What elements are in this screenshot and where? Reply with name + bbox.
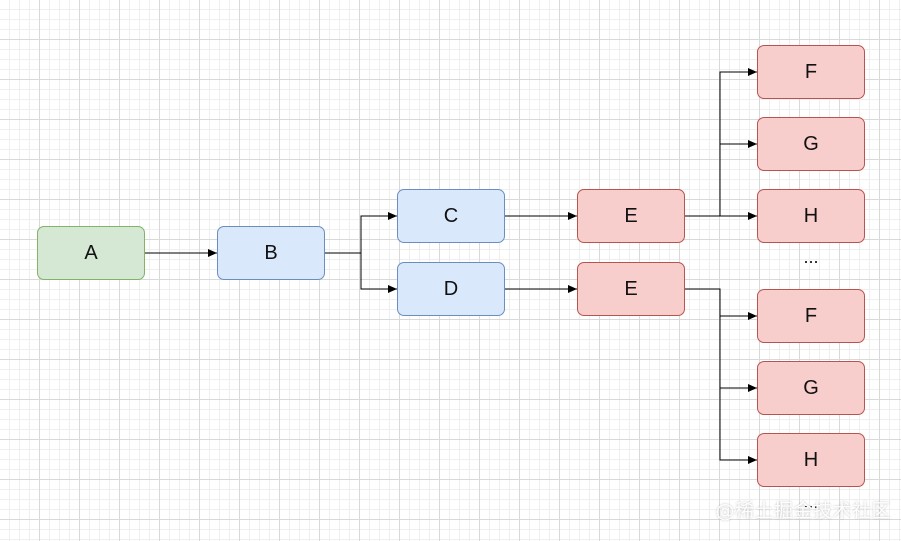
edge-e2-f2	[685, 288, 757, 320]
node-h1[interactable]: H	[757, 189, 865, 243]
edge-e1-g1	[685, 140, 757, 217]
node-h1-label: H	[803, 204, 819, 227]
node-b-label: B	[264, 241, 278, 264]
node-b[interactable]: B	[217, 226, 325, 280]
node-g1-label: G	[803, 132, 819, 155]
node-f1[interactable]: F	[757, 45, 865, 99]
node-a[interactable]: A	[37, 226, 145, 280]
node-h2[interactable]: H	[757, 433, 865, 487]
node-f1-label: F	[804, 60, 818, 83]
node-d[interactable]: D	[397, 262, 505, 316]
edge-b-c	[325, 212, 397, 254]
node-e2-label: E	[624, 277, 638, 300]
node-e1-label: E	[624, 204, 638, 227]
node-f2-label: F	[804, 304, 818, 327]
node-c[interactable]: C	[397, 189, 505, 243]
ellipsis-lower: ...	[803, 492, 819, 512]
node-g2-label: G	[803, 376, 819, 399]
edge-e2-g2	[685, 288, 757, 392]
edge-e2-h2	[685, 288, 757, 464]
watermark: @稀土掘金技术社区	[715, 500, 891, 522]
edge-b-d	[325, 252, 397, 293]
node-d-label: D	[443, 277, 459, 300]
node-c-label: C	[443, 204, 459, 227]
node-e1[interactable]: E	[577, 189, 685, 243]
node-h2-label: H	[803, 448, 819, 471]
node-a-label: A	[84, 241, 98, 264]
edge-e1-f1	[685, 68, 757, 217]
node-g1[interactable]: G	[757, 117, 865, 171]
node-f2[interactable]: F	[757, 289, 865, 343]
ellipsis-upper: ...	[803, 247, 819, 267]
node-e2[interactable]: E	[577, 262, 685, 316]
node-g2[interactable]: G	[757, 361, 865, 415]
